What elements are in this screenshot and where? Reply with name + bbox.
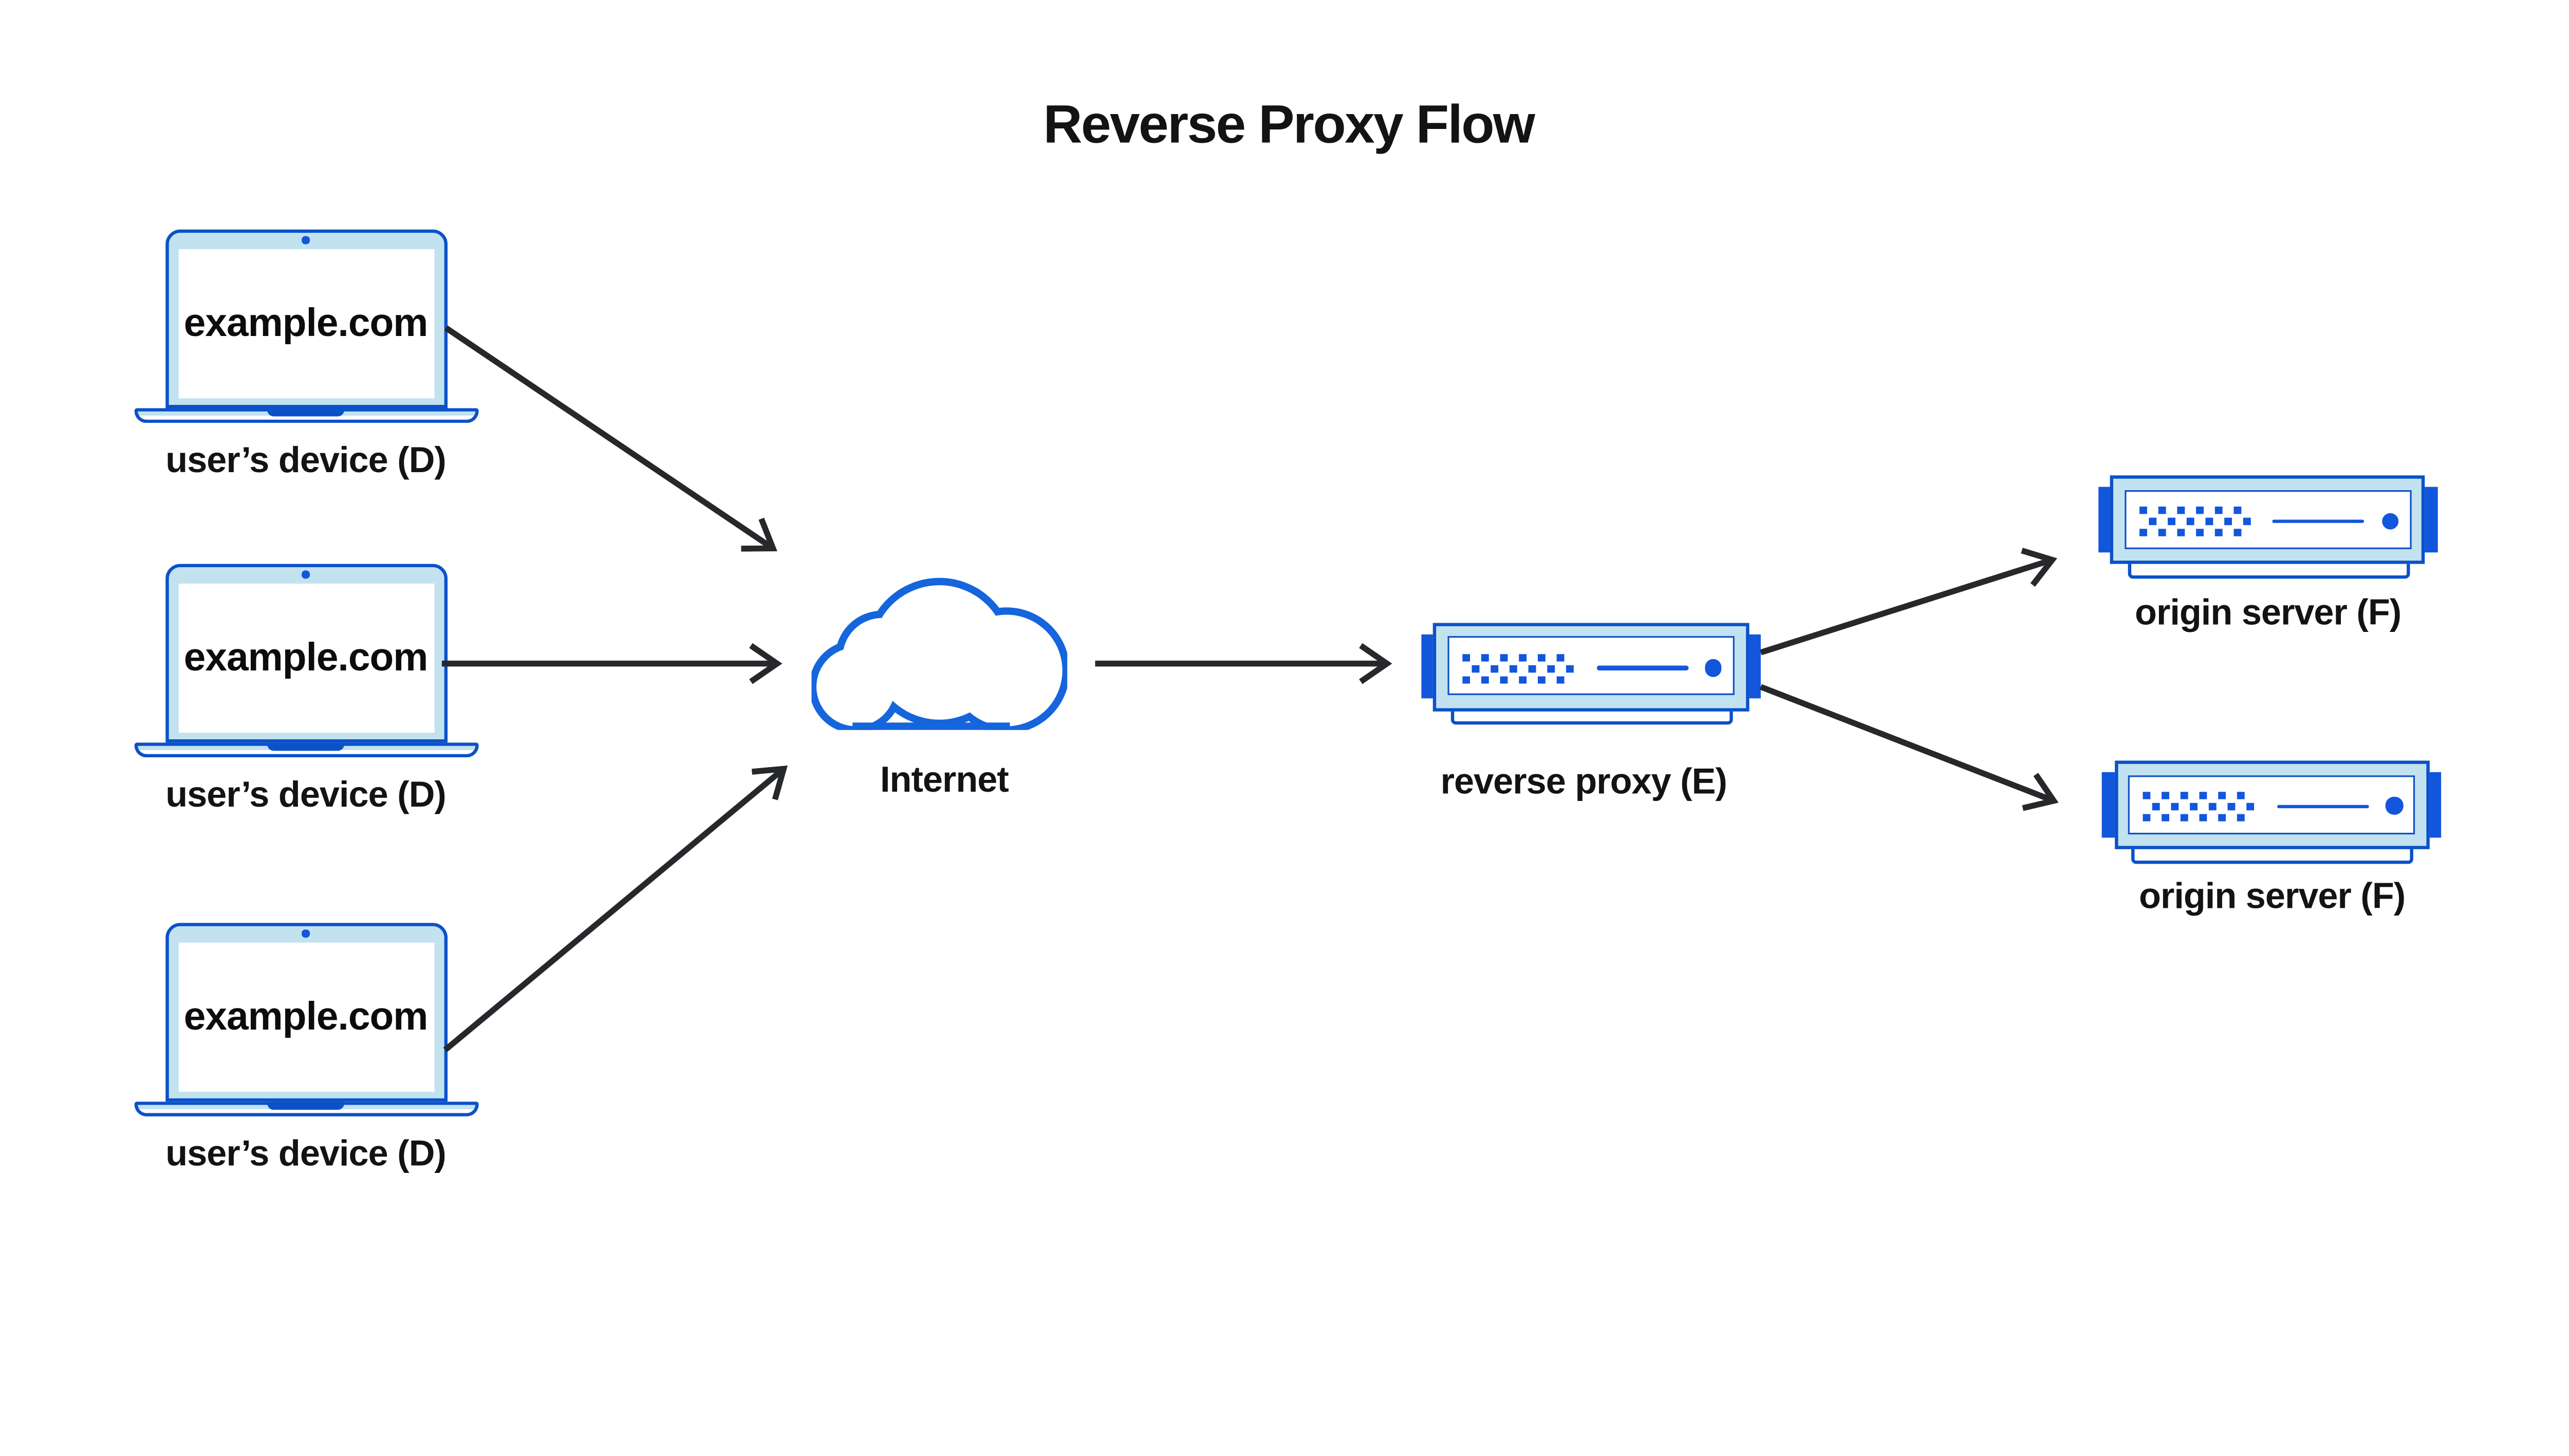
server-slot-icon bbox=[2273, 519, 2365, 524]
server-led-icon bbox=[2385, 797, 2403, 815]
laptop-screen: example.com bbox=[178, 943, 434, 1092]
laptop-screen: example.com bbox=[178, 584, 434, 734]
arrow-proxy-origin2 bbox=[1759, 684, 2059, 811]
server-rack-ear-right bbox=[2427, 772, 2442, 837]
server-led-icon bbox=[2381, 512, 2399, 530]
reverse-proxy-label: reverse proxy (E) bbox=[1440, 759, 1727, 801]
screen-url: example.com bbox=[183, 301, 429, 345]
server-rack-ear-left bbox=[1421, 634, 1436, 699]
user-device-1: example.com bbox=[134, 229, 478, 423]
user-device-3-label: user’s device (D) bbox=[165, 1133, 446, 1174]
arrows-layer bbox=[441, 325, 2059, 1053]
page-title: Reverse Proxy Flow bbox=[1043, 93, 1535, 154]
user-device-2: example.com bbox=[134, 564, 478, 758]
origin-server-1-label: origin server (F) bbox=[2135, 591, 2402, 632]
arrow-device3-internet bbox=[443, 766, 788, 1053]
trackpad-notch bbox=[267, 408, 345, 416]
server-slot-icon bbox=[1596, 666, 1688, 670]
screen-url: example.com bbox=[183, 636, 429, 680]
origin-server-2 bbox=[2102, 760, 2442, 864]
diagram-canvas: Reverse Proxy Flow example.com user’s de… bbox=[134, 93, 2442, 1174]
trackpad-notch bbox=[267, 743, 345, 751]
arrow-proxy-origin1 bbox=[1760, 548, 2057, 656]
server-rack-ear-right bbox=[1746, 634, 1761, 699]
camera-dot-icon bbox=[302, 930, 310, 938]
server-slot-icon bbox=[2277, 804, 2369, 808]
server-vent-dots-icon bbox=[2143, 792, 2255, 822]
server-led-icon bbox=[1705, 659, 1722, 677]
laptop-screen: example.com bbox=[178, 249, 434, 399]
arrow-device1-internet bbox=[444, 325, 777, 552]
origin-server-2-label: origin server (F) bbox=[2139, 875, 2406, 917]
internet-label: Internet bbox=[880, 759, 1009, 800]
server-vent-dots-icon bbox=[1463, 654, 1575, 684]
server-rack-ear-right bbox=[2423, 487, 2438, 552]
user-device-3: example.com bbox=[134, 923, 478, 1117]
screen-url: example.com bbox=[183, 994, 429, 1039]
user-device-2-label: user’s device (D) bbox=[165, 774, 446, 815]
trackpad-notch bbox=[267, 1102, 345, 1110]
reverse-proxy bbox=[1421, 622, 1761, 726]
server-rack-ear-left bbox=[2102, 772, 2117, 837]
user-device-1-label: user’s device (D) bbox=[165, 439, 446, 480]
camera-dot-icon bbox=[302, 236, 310, 244]
internet-cloud-icon bbox=[811, 577, 1068, 736]
server-vent-dots-icon bbox=[2139, 507, 2251, 537]
server-rack-ear-left bbox=[2098, 487, 2113, 552]
camera-dot-icon bbox=[302, 571, 310, 578]
origin-server-1 bbox=[2098, 475, 2438, 579]
